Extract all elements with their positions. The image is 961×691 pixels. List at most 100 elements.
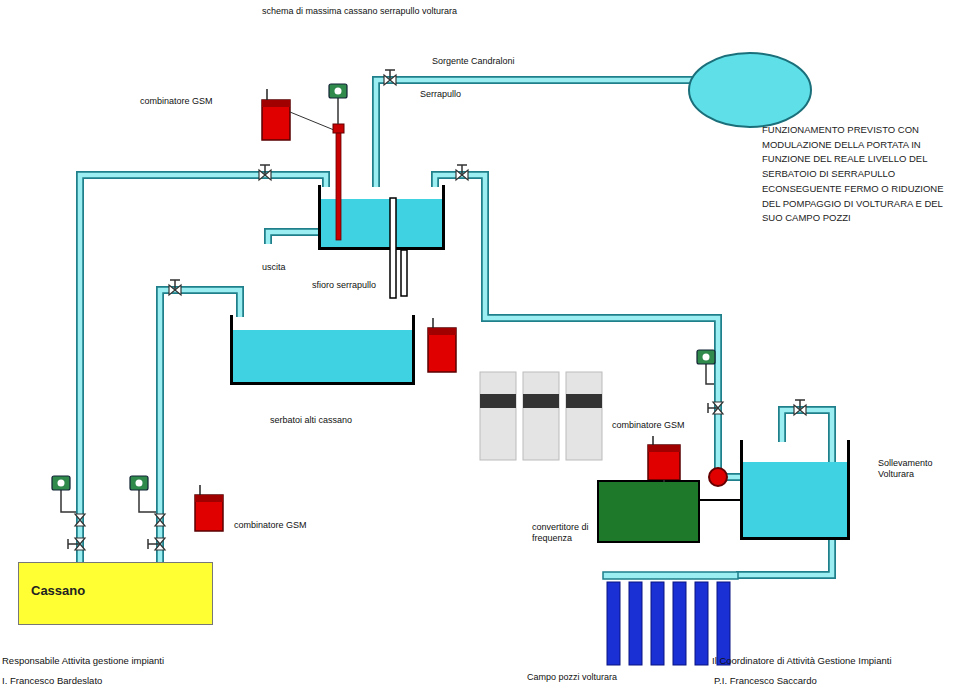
overflow-pipe [401, 250, 407, 296]
wire-line [700, 499, 740, 501]
signature-role: Il Coordinatore di Attività Gestione Imp… [712, 655, 892, 667]
node-shape [603, 572, 738, 667]
gsm-antenna [266, 89, 268, 100]
device-label: combinatore GSM [140, 96, 213, 107]
gsm-antenna [652, 436, 654, 445]
gsm-wire [290, 112, 334, 130]
sensor-dial [335, 88, 342, 95]
sensor-dial [703, 354, 710, 361]
pressure-sensor [130, 476, 148, 490]
gsm-antenna [432, 318, 434, 328]
gsm-dialer [648, 445, 680, 480]
screen-image-band [480, 394, 516, 408]
valve [169, 285, 181, 295]
valve-handle [385, 70, 395, 80]
pressure-sensor [52, 476, 70, 490]
node-shape [740, 440, 850, 540]
sensor-lead [61, 490, 76, 512]
tank-label: serbatoi alti cassano [270, 415, 352, 426]
pump [709, 468, 727, 486]
node-shape [688, 52, 812, 128]
valve [155, 514, 165, 526]
sensor-dial [58, 480, 65, 487]
valve-handle [68, 539, 80, 549]
gsm-dialer-top [428, 328, 456, 335]
valve-handle [795, 400, 805, 410]
well-shaft [695, 582, 708, 665]
plant-box: Cassano [18, 562, 213, 625]
tank-lifting: Sollevamento Volturara [740, 440, 850, 540]
tank-outline [232, 315, 414, 384]
well-shaft [673, 582, 686, 665]
valve [75, 514, 85, 526]
signature-name: P.I. Francesco Saccardo [714, 675, 817, 687]
valve [155, 538, 165, 550]
gsm-dialer-top [648, 445, 680, 452]
frequency-converter: convertitore di frequenza [597, 480, 700, 543]
gsm-dialer [428, 328, 456, 372]
pipe-core [376, 80, 694, 187]
probe-head [333, 124, 344, 133]
operation-note: FUNZIONAMENTO PREVISTO CON MODULAZIONE D… [762, 123, 958, 226]
outlet-pipe [268, 232, 322, 244]
sensor-lead [706, 364, 714, 384]
pipe-wall [435, 175, 742, 477]
tank-water [743, 462, 848, 538]
plant-label: Cassano [31, 583, 85, 599]
valve-anchor [384, 80, 396, 81]
well-header-pipe [603, 572, 738, 579]
level-sensor [329, 84, 347, 98]
wells-label: Campo pozzi volturara [527, 672, 617, 683]
valve [75, 538, 85, 550]
water-pipe [376, 80, 694, 187]
node-shape [230, 315, 415, 385]
screen-image-band [566, 394, 602, 408]
sensor-dial [136, 480, 143, 487]
well-shaft [651, 582, 664, 665]
screen-image-band [523, 394, 559, 408]
signature-role: Responsabile Attivita gestione impianti [2, 655, 164, 667]
pipe-core [160, 290, 240, 562]
tank-outline [742, 440, 849, 539]
control-wire [700, 500, 740, 501]
pressure-sensor [697, 350, 715, 364]
valve [713, 402, 723, 414]
device-label: combinatore GSM [234, 520, 307, 531]
well-shaft [717, 582, 730, 665]
valve-handle [457, 165, 467, 175]
gsm-dialer-top [195, 495, 223, 502]
pipe-wall [376, 80, 694, 187]
pipe-label: uscita [262, 262, 286, 273]
spring-source: Sorgente Candraloni [688, 52, 812, 128]
water-pipe [160, 290, 240, 562]
screen-image [523, 372, 559, 460]
converter-label: convertitore di frequenza [532, 522, 594, 545]
outlet-pipe-core [268, 232, 322, 244]
tank-high: serbatoi alti cassano [230, 315, 415, 385]
tank-label: Serrapullo [420, 89, 461, 100]
screen-image [480, 372, 516, 460]
gsm-dialer [195, 495, 223, 531]
well-field: Campo pozzi volturara [603, 572, 738, 667]
screen-image [566, 372, 602, 460]
pipe-wall [160, 290, 240, 562]
valve [456, 170, 468, 180]
water-pipe [435, 175, 742, 477]
valve-handle [708, 403, 718, 413]
valve-handle [260, 165, 270, 175]
source-label: Sorgente Candraloni [432, 56, 515, 67]
valve [384, 75, 396, 85]
source-ellipse [689, 53, 811, 127]
gsm-dialer [262, 100, 290, 140]
device-label: combinatore GSM [612, 420, 685, 431]
tank-label: Sollevamento Volturara [878, 458, 950, 481]
tank-outline [320, 185, 444, 249]
valve-handle [170, 280, 180, 290]
gsm-dialer-top [262, 100, 290, 107]
node-shape [318, 185, 445, 250]
well-shaft [607, 582, 620, 665]
diagram-title: schema di massima cassano serrapullo vol… [262, 6, 457, 17]
pipe-core [435, 175, 742, 477]
valve [259, 170, 271, 180]
